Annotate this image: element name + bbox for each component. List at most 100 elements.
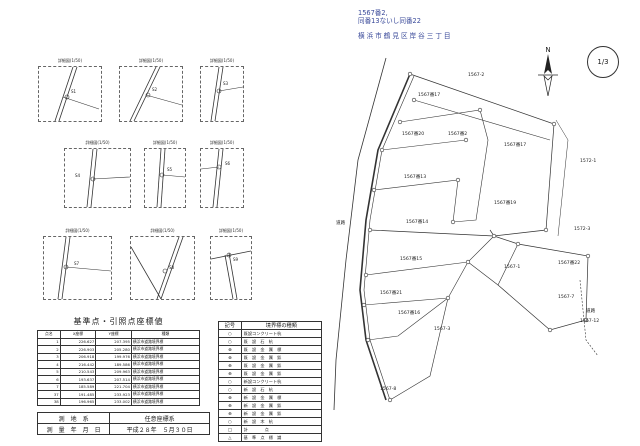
detail-point-label: S8	[169, 265, 175, 270]
table-row: ○既 設 石 杭	[218, 337, 323, 346]
parcel-outline	[399, 109, 489, 223]
legend-symbol-icon: ○	[218, 337, 242, 346]
cell-type: 横浜市道路境界標	[130, 345, 201, 354]
legend-type: 新設コンクリート杭	[240, 377, 323, 386]
parcel-label: 1567番15	[400, 255, 422, 262]
legend-symbol-icon: ⊕	[218, 409, 242, 418]
detail-box-label: 詳細図(1/50)	[209, 58, 235, 63]
detail-drawing	[156, 149, 185, 207]
table-row: ⊕既 設 金 属 鋲	[218, 369, 323, 378]
parcel-label: 1567番2	[448, 130, 467, 137]
detail-box-7: 詳細図(1/50) S7	[43, 228, 112, 300]
detail-box-label: 詳細図(1/50)	[65, 228, 90, 233]
detail-box-4: 詳細図(1/50) S4	[64, 140, 131, 208]
detail-box-label: 詳細図(1/50)	[85, 140, 110, 145]
detail-box-label: 詳細図(1/50)	[150, 228, 175, 233]
coord-table-title: 基準点・引照点座標値	[73, 317, 164, 326]
parcel-label: 1567番22	[558, 259, 580, 266]
detail-point-label: S4	[75, 173, 81, 178]
table-row: ○新設コンクリート杭	[218, 377, 323, 386]
cell-x: 185.589	[59, 382, 97, 391]
parcel-label: 1567番13	[404, 173, 426, 180]
coord-header-cell: X座標	[59, 330, 97, 339]
cell-y: 205.280	[95, 345, 132, 354]
detail-point-label: S2	[152, 87, 158, 92]
parcel-label: 1567番21	[380, 289, 402, 296]
legend-symbol-icon: ⊗	[218, 353, 242, 362]
north-arrow: N	[536, 46, 560, 96]
cell-y: 207.395	[95, 337, 132, 346]
cell-y: 189.586	[95, 360, 132, 369]
table-row: ⊕新 設 金 属 鋲	[218, 409, 323, 418]
header-line-3: 横浜市鶴見区岸谷三丁目	[358, 32, 453, 40]
parcel-label: 1567番19	[494, 199, 516, 206]
header-line-1: 1567番2,	[358, 9, 388, 17]
survey-date-label: 測 量 年 月 日	[36, 423, 111, 435]
legend-table: 記号 境界標の種類 ○既設コンクリート杭 ○既 設 石 杭 ⊗既 設 金 属 標…	[218, 321, 323, 442]
legend-symbol-icon: ⊕	[218, 361, 242, 370]
table-row: ⊗既 設 金 属 標	[218, 345, 323, 354]
cell-type: 横浜市道路境界標	[130, 397, 201, 406]
detail-box-3: 詳細図(1/50) S3	[200, 58, 244, 122]
legend-header-type: 境界標の種類	[240, 321, 323, 330]
legend-type: 基 準 点 標 識	[240, 433, 323, 442]
road-boundary-inner	[363, 75, 415, 401]
legend-symbol-icon: ⊕	[218, 401, 242, 410]
detail-drawing	[86, 149, 130, 207]
cell-point: 4	[37, 360, 61, 369]
table-row: ○既設コンクリート杭	[218, 329, 323, 338]
detail-point-label: S6	[225, 161, 231, 166]
detail-drawing	[131, 237, 184, 299]
coord-header-cell: 種類	[130, 330, 201, 339]
cell-x: 210.543	[59, 367, 97, 376]
cell-point: 1	[37, 337, 61, 346]
table-row: 測 量 年 月 日 平成２８年 ５月３０日	[36, 423, 210, 435]
detail-drawing	[211, 250, 251, 299]
parcel-label: 1567-8	[380, 386, 396, 392]
detail-box-6: 詳細図(1/50) S6	[200, 140, 244, 208]
cell-point: 38	[37, 397, 61, 406]
detail-drawing	[129, 67, 182, 121]
cell-type: 横浜市道路境界標	[130, 382, 201, 391]
legend-type: 既 設 金 属 鋲	[240, 369, 323, 378]
cell-point: 3	[37, 352, 61, 361]
legend-symbol-icon: ⊗	[218, 345, 242, 354]
cell-y: 199.976	[95, 352, 132, 361]
cell-x: 226.627	[59, 337, 97, 346]
legend-type: 新 設 石 杭	[240, 385, 323, 394]
detail-box-label: 詳細図(1/50)	[218, 228, 244, 233]
legend-type: 既 設 石 杭	[240, 337, 323, 346]
geodetic-system-value: 任意座標系	[109, 412, 210, 424]
table-row: ⊗既 設 金 属 鋲	[218, 353, 323, 362]
parcel-outline	[373, 179, 459, 223]
parcel-label: 1567番17	[418, 91, 440, 98]
survey-date-value: 平成２８年 ５月３０日	[109, 423, 210, 435]
detail-box-label: 詳細図(1/50)	[152, 140, 178, 145]
north-arrow-icon	[538, 54, 558, 96]
detail-point-label: S7	[74, 261, 80, 266]
parcel-label: 1572-1	[580, 158, 596, 164]
parcel-outline	[367, 297, 449, 341]
parcel-label: 1572-3	[574, 226, 590, 232]
detail-box-1: 詳細図(1/50) S1	[38, 58, 102, 122]
cell-x: 206.918	[59, 352, 97, 361]
parcel-label: 1567番14	[406, 218, 428, 225]
legend-symbol-icon: ○	[218, 385, 242, 394]
parcel-outline	[555, 119, 569, 237]
parcel-label: 1567-7	[558, 294, 574, 300]
parcel-label: 道路	[586, 307, 596, 314]
parcel-label: 1567-3	[434, 326, 450, 332]
cell-y: 233.002	[95, 397, 132, 406]
page-number-badge: 1/3	[587, 46, 619, 78]
coord-header-cell: 点名	[37, 330, 61, 339]
cell-y: 221.704	[95, 382, 132, 391]
table-row: ⊕新 設 金 属 鋲	[218, 401, 323, 410]
